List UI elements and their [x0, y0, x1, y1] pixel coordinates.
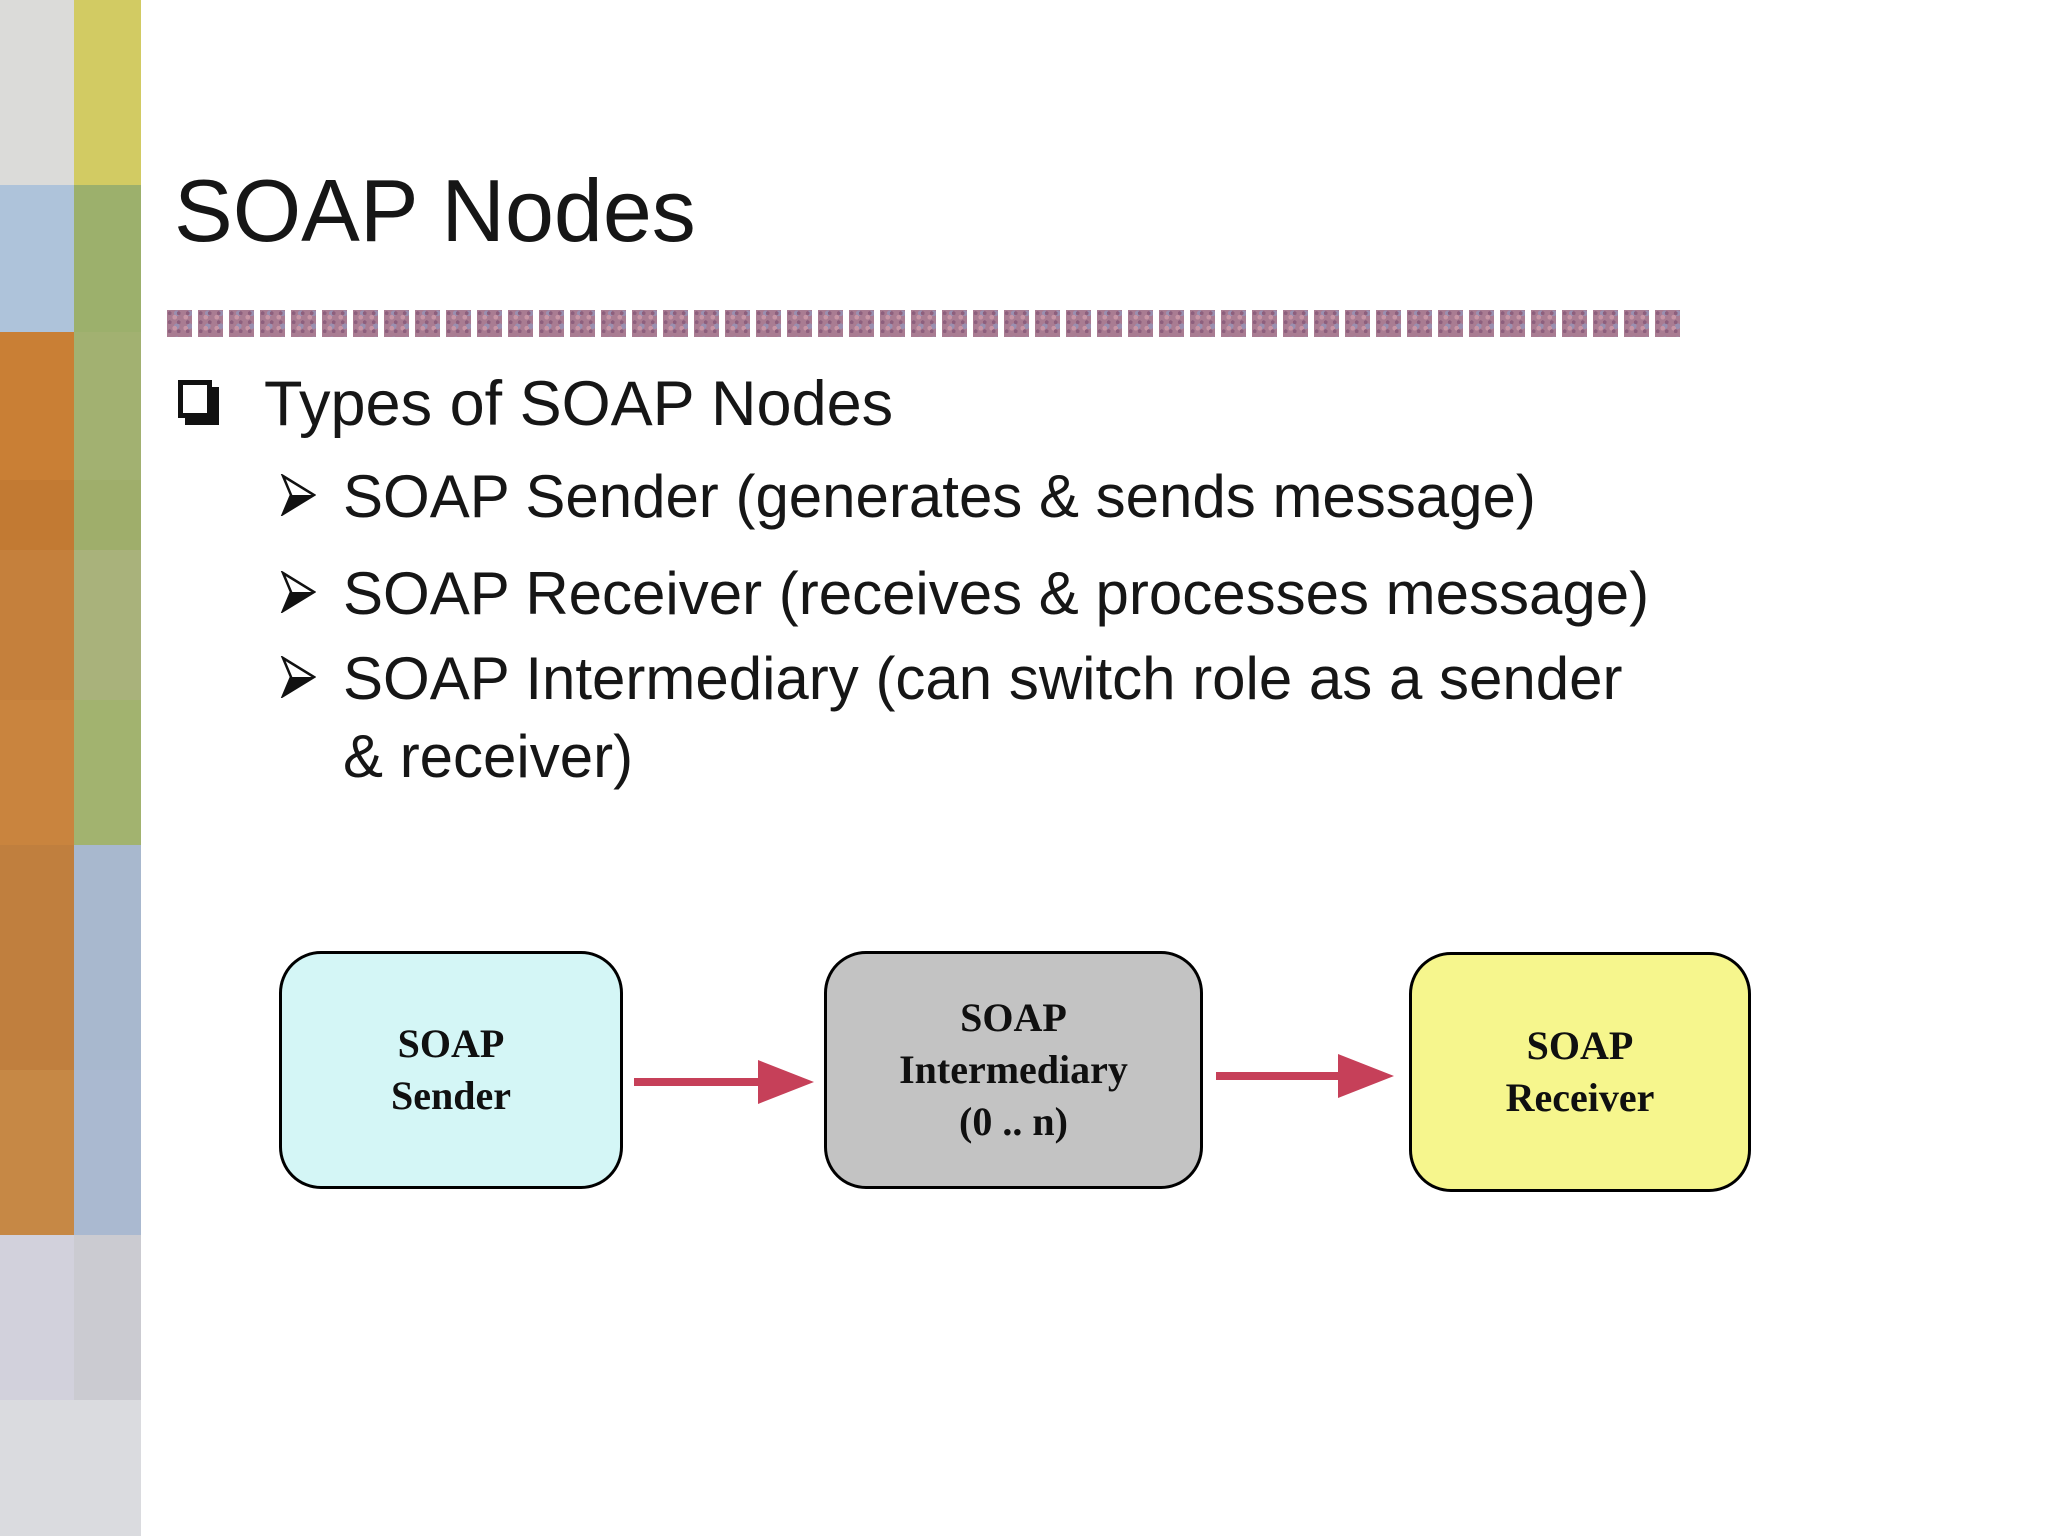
diagram-node-soap-intermediary: SOAP Intermediary (0 .. n) — [824, 951, 1203, 1189]
bullet-level2-text: SOAP Intermediary (can switch role as a … — [343, 645, 1623, 790]
separator-square — [291, 310, 316, 337]
mosaic-block — [0, 185, 74, 332]
mosaic-block — [74, 0, 141, 185]
separator-square — [539, 310, 564, 337]
node-line: SOAP — [1526, 1023, 1634, 1068]
separator-square — [1593, 310, 1618, 337]
separator-square — [322, 310, 347, 337]
mosaic-block — [0, 332, 74, 480]
flow-arrow-intermediary-to-receiver — [1216, 1054, 1394, 1098]
mosaic-block — [0, 1235, 74, 1400]
mosaic-block — [74, 480, 141, 550]
sidebar-mosaic-col2 — [74, 0, 141, 1536]
separator-square — [384, 310, 409, 337]
mosaic-block — [74, 1070, 141, 1235]
node-line: Intermediary — [899, 1047, 1128, 1092]
separator-square — [1407, 310, 1432, 337]
separator-square — [1500, 310, 1525, 337]
mosaic-block — [74, 185, 141, 332]
separator-square — [1035, 310, 1060, 337]
separator-square — [508, 310, 533, 337]
mosaic-block — [74, 1235, 141, 1400]
separator-square — [663, 310, 688, 337]
node-line: (0 .. n) — [959, 1099, 1068, 1144]
separator-square — [1190, 310, 1215, 337]
arrow-head-icon — [758, 1060, 814, 1104]
separator-square — [1531, 310, 1556, 337]
separator-square — [694, 310, 719, 337]
mosaic-block — [74, 1400, 141, 1536]
separator-square — [1376, 310, 1401, 337]
separator-square — [167, 310, 192, 337]
separator-square — [353, 310, 378, 337]
mosaic-block — [0, 0, 74, 185]
separator-square — [1562, 310, 1587, 337]
bullet-level1-text: Types of SOAP Nodes — [264, 369, 894, 439]
node-line: Receiver — [1505, 1075, 1655, 1120]
separator-square — [725, 310, 750, 337]
shadowed-square-bullet-icon — [178, 380, 212, 418]
arrowhead-bullet-icon — [280, 654, 317, 700]
separator-square — [1221, 310, 1246, 337]
separator-square — [1252, 310, 1277, 337]
separator-square — [1345, 310, 1370, 337]
separator-square — [570, 310, 595, 337]
arrow-shaft — [634, 1078, 762, 1086]
separator-square — [973, 310, 998, 337]
separator-square — [818, 310, 843, 337]
diagram-node-soap-sender: SOAP Sender — [279, 951, 623, 1189]
mosaic-block — [0, 1400, 74, 1536]
separator-square — [415, 310, 440, 337]
separator-square — [1159, 310, 1184, 337]
diagram-node-soap-receiver: SOAP Receiver — [1409, 952, 1751, 1192]
arrowhead-bullet-icon — [280, 472, 317, 518]
separator-square — [1469, 310, 1494, 337]
separator-dotted-line — [167, 310, 1697, 337]
arrow-head-icon — [1338, 1054, 1394, 1098]
separator-square — [1128, 310, 1153, 337]
mosaic-block — [0, 845, 74, 1070]
bullet-level2-text: SOAP Sender (generates & sends message) — [343, 463, 1536, 530]
separator-square — [911, 310, 936, 337]
node-line: SOAP — [397, 1021, 505, 1066]
sidebar-mosaic-col1 — [0, 0, 74, 1536]
arrow-shaft — [1216, 1072, 1342, 1080]
separator-square — [446, 310, 471, 337]
separator-square — [880, 310, 905, 337]
separator-square — [198, 310, 223, 337]
separator-square — [787, 310, 812, 337]
mosaic-block — [0, 480, 74, 550]
separator-square — [1438, 310, 1463, 337]
separator-square — [1655, 310, 1680, 337]
mosaic-block — [74, 332, 141, 480]
separator-square — [260, 310, 285, 337]
separator-square — [1283, 310, 1308, 337]
separator-square — [1314, 310, 1339, 337]
separator-square — [1624, 310, 1649, 337]
arrowhead-bullet-icon — [280, 569, 317, 615]
separator-square — [1097, 310, 1122, 337]
mosaic-block — [0, 550, 74, 700]
page-title: SOAP Nodes — [174, 161, 696, 260]
mosaic-block — [0, 700, 74, 845]
sidebar-mosaic — [0, 0, 141, 1536]
separator-square — [756, 310, 781, 337]
separator-square — [1066, 310, 1091, 337]
mosaic-block — [74, 550, 141, 700]
flow-arrow-sender-to-intermediary — [634, 1060, 814, 1104]
mosaic-block — [0, 1070, 74, 1235]
node-line: Sender — [391, 1073, 511, 1118]
separator-square — [601, 310, 626, 337]
bullet-level2-text: SOAP Receiver (receives & processes mess… — [343, 560, 1650, 627]
separator-square — [229, 310, 254, 337]
separator-square — [1004, 310, 1029, 337]
separator-square — [849, 310, 874, 337]
mosaic-block — [74, 700, 141, 845]
separator-square — [477, 310, 502, 337]
mosaic-block — [74, 845, 141, 1070]
separator-square — [942, 310, 967, 337]
node-line: SOAP — [960, 995, 1067, 1040]
separator-square — [632, 310, 657, 337]
